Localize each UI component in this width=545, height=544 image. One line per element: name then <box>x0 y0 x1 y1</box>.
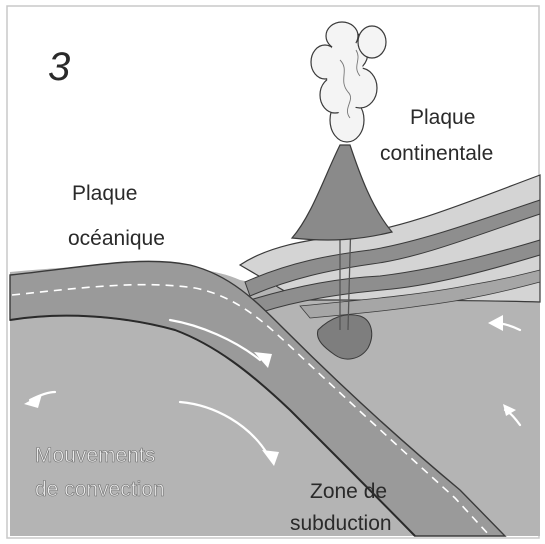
continental-plate-label-line2: continentale <box>380 142 493 165</box>
subduction-label-line1: Zone de <box>310 480 387 503</box>
oceanic-plate-label-line2: océanique <box>68 227 165 250</box>
continental-plate-label-line1: Plaque <box>410 106 475 129</box>
convection-label-line2: de convection <box>35 478 165 501</box>
subduction-label-line2: subduction <box>290 512 392 535</box>
figure-number: 3 <box>48 45 70 89</box>
oceanic-plate-label-line1: Plaque <box>72 182 137 205</box>
convection-label-line1: Mouvements <box>35 444 155 467</box>
